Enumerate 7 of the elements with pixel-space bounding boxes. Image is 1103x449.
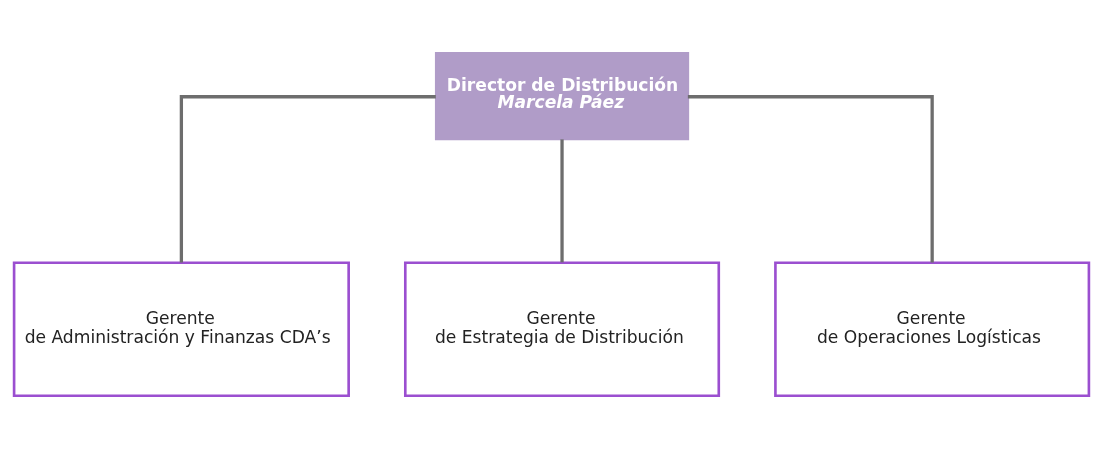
connector <box>560 139 564 263</box>
connector <box>687 95 934 263</box>
node-box: Director de Distribución Marcela Páez <box>434 51 690 141</box>
connector <box>179 95 436 263</box>
node-box: Gerente de Estrategia de Distribución <box>403 261 721 398</box>
node-box: Gerente de Administración y Finanzas CDA’s <box>12 261 350 398</box>
node-box: Gerente de Operaciones Logísticas <box>774 261 1091 398</box>
